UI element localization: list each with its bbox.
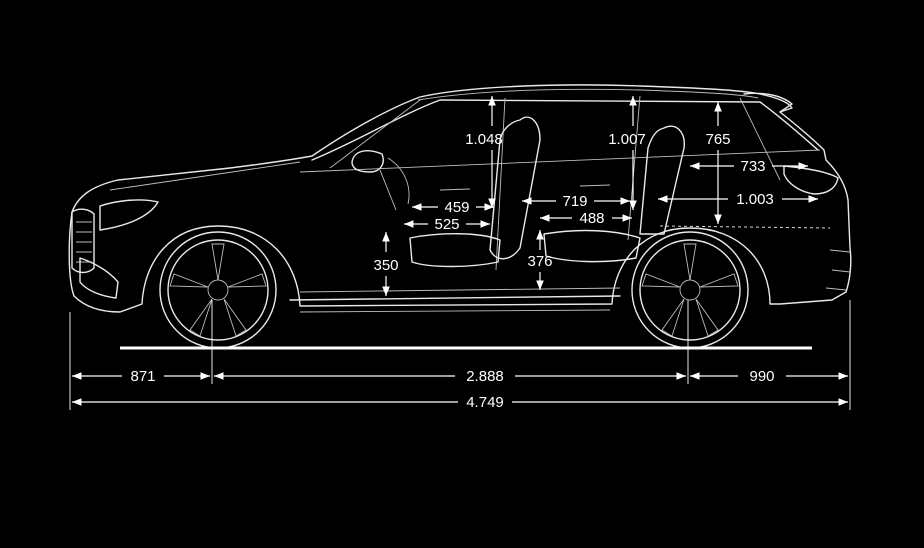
label-wheelbase: 2.888 <box>466 368 504 385</box>
dim-cargo-length-floor: 1.003 <box>658 191 818 208</box>
label-rear-overhang: 990 <box>749 368 774 385</box>
dim-cargo-length-top: 733 <box>690 158 808 175</box>
dim-overall-length: 4.749 <box>72 394 848 411</box>
label-rear-seat-length: 488 <box>579 210 604 227</box>
dim-rear-seat-length: 488 <box>540 210 632 227</box>
label-rear-legroom: 719 <box>562 193 587 210</box>
label-cargo-length-floor: 1.003 <box>736 191 774 208</box>
dim-wheelbase: 2.888 <box>214 368 686 385</box>
label-cargo-height: 765 <box>705 131 730 148</box>
label-front-seat-to-pedal: 459 <box>444 199 469 216</box>
label-overall-length: 4.749 <box>466 394 504 411</box>
front-wheel <box>159 231 277 349</box>
car-outline <box>68 84 852 313</box>
dim-rear-legroom: 719 <box>522 193 630 210</box>
dim-front-seat-to-pedal: 459 <box>412 199 494 216</box>
dim-front-seat-height: 350 <box>373 232 399 296</box>
label-front-overhang: 871 <box>130 368 155 385</box>
label-rear-headroom: 1.007 <box>608 131 646 148</box>
label-front-seat-length: 525 <box>434 216 459 233</box>
label-front-seat-height: 350 <box>373 257 398 274</box>
label-rear-seat-height: 376 <box>527 253 552 270</box>
dim-cargo-height: 765 <box>705 102 731 224</box>
dim-front-headroom: 1.048 <box>465 96 503 208</box>
dim-front-overhang: 871 <box>72 368 210 385</box>
dim-rear-seat-height: 376 <box>527 230 553 290</box>
extension-lines <box>69 300 851 410</box>
dim-rear-headroom: 1.007 <box>608 96 646 210</box>
dim-rear-overhang: 990 <box>690 368 848 385</box>
label-front-headroom: 1.048 <box>465 131 503 148</box>
label-cargo-length-top: 733 <box>740 158 765 175</box>
dim-front-seat-length: 525 <box>404 216 490 233</box>
rear-wheel <box>631 231 749 349</box>
